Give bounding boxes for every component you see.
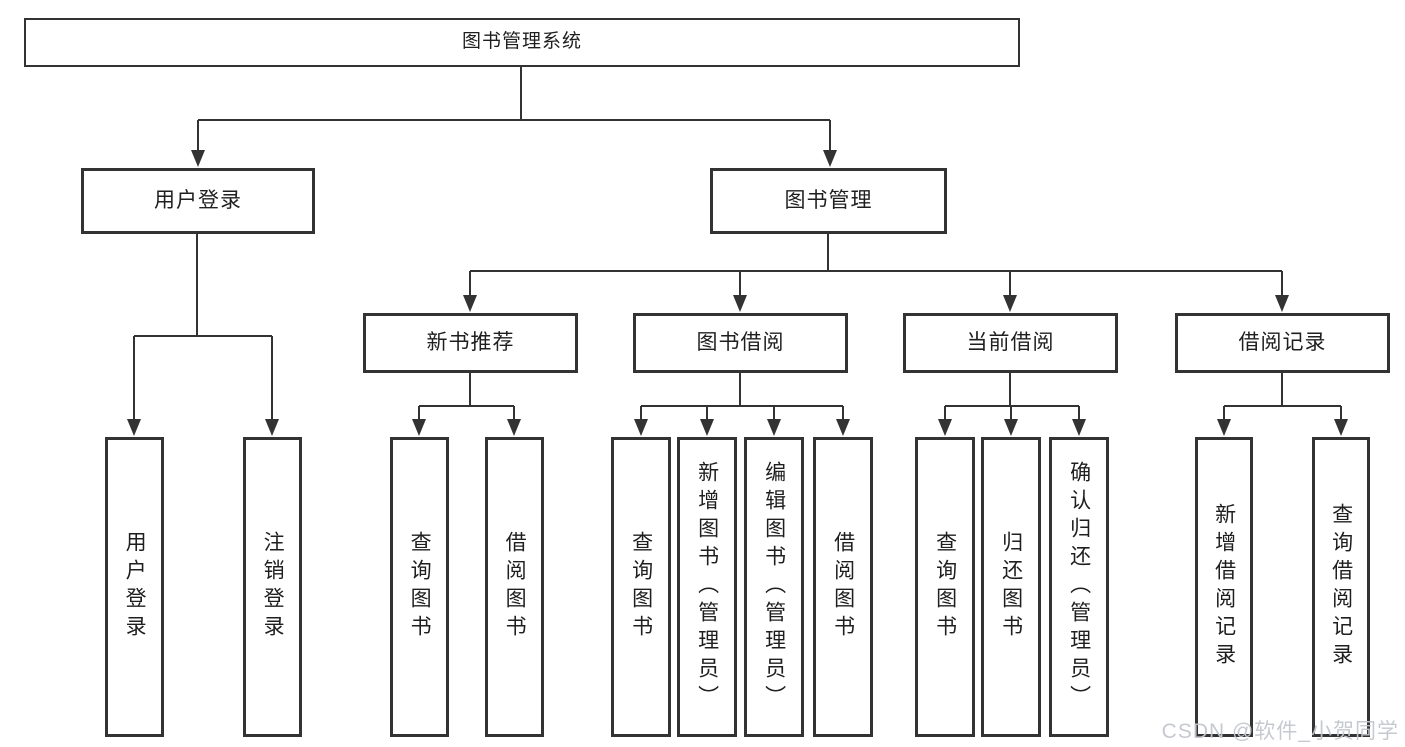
node-current-borrow: 当前借阅 (903, 313, 1118, 373)
arrowhead (1004, 419, 1018, 436)
leaf-label: 查询图书 (408, 531, 432, 643)
connector-root-to-level2 (197, 67, 831, 152)
node-book-borrow: 图书借阅 (633, 313, 848, 373)
node-root-label: 图书管理系统 (461, 31, 582, 53)
leaf-label: 查询图书 (933, 531, 957, 643)
arrowhead (1003, 295, 1017, 312)
arrowhead (938, 419, 952, 436)
leaf-add-books-admin: 新增图书（管理员） (677, 437, 737, 737)
leaf-label: 借阅图书 (503, 531, 527, 643)
leaf-label: 注销登录 (261, 531, 285, 643)
leaf-current-query-books: 查询图书 (915, 437, 975, 737)
connector-current-borrow-to-leaves (944, 373, 1080, 421)
node-borrow-records: 借阅记录 (1175, 313, 1390, 373)
leaf-newbook-query-books: 查询图书 (390, 437, 449, 737)
arrowhead (1275, 295, 1289, 312)
node-borrow-records-label: 借阅记录 (1238, 331, 1327, 355)
arrowhead (823, 150, 837, 167)
leaf-newbook-borrow-books: 借阅图书 (485, 437, 544, 737)
arrowhead (507, 419, 521, 436)
node-new-book-recommend: 新书推荐 (363, 313, 578, 373)
node-root: 图书管理系统 (24, 18, 1020, 67)
arrowhead (265, 419, 279, 436)
arrowhead (767, 419, 781, 436)
arrowhead (127, 419, 141, 436)
node-book-management-label: 图书管理 (784, 189, 873, 213)
csdn-watermark: CSDN @软件_小贺同学 (1161, 720, 1399, 743)
arrowhead (412, 419, 426, 436)
node-book-management: 图书管理 (710, 168, 947, 234)
leaf-logout: 注销登录 (243, 437, 302, 737)
arrowhead (1217, 419, 1231, 436)
leaf-add-borrow-record: 新增借阅记录 (1195, 437, 1253, 737)
node-book-borrow-label: 图书借阅 (696, 331, 785, 355)
arrowhead (191, 150, 205, 167)
leaf-return-books: 归还图书 (981, 437, 1041, 737)
arrowhead (1334, 419, 1348, 436)
leaf-user-login: 用户登录 (105, 437, 164, 737)
node-current-borrow-label: 当前借阅 (966, 331, 1055, 355)
leaf-label: 新增借阅记录 (1212, 503, 1236, 671)
connector-book-management-to-level3 (469, 234, 1283, 297)
leaf-label: 确认归还（管理员） (1067, 461, 1091, 713)
arrowhead (463, 295, 477, 312)
leaf-query-borrow-record: 查询借阅记录 (1312, 437, 1370, 737)
leaf-label: 用户登录 (123, 531, 147, 643)
leaf-edit-books-admin: 编辑图书（管理员） (744, 437, 804, 737)
leaf-label: 查询图书 (629, 531, 653, 643)
leaf-label: 编辑图书（管理员） (762, 461, 786, 713)
leaf-borrow-query-books: 查询图书 (611, 437, 671, 737)
arrowhead (700, 419, 714, 436)
leaf-confirm-return-admin: 确认归还（管理员） (1049, 437, 1109, 737)
node-new-book-recommend-label: 新书推荐 (426, 331, 515, 355)
arrowhead (634, 419, 648, 436)
leaf-label: 借阅图书 (831, 531, 855, 643)
leaf-label: 新增图书（管理员） (695, 461, 719, 713)
connector-book-borrow-to-leaves (640, 373, 844, 421)
leaf-label: 查询借阅记录 (1329, 503, 1353, 671)
connector-user-login-to-leaves (133, 234, 273, 421)
connector-borrow-records-to-leaves (1223, 373, 1342, 421)
arrowhead (1072, 419, 1086, 436)
arrowhead (733, 295, 747, 312)
connector-new-book-to-leaves (418, 373, 515, 421)
node-user-login: 用户登录 (81, 168, 315, 234)
arrowhead (836, 419, 850, 436)
leaf-label: 归还图书 (999, 531, 1023, 643)
node-user-login-label: 用户登录 (154, 189, 242, 213)
leaf-borrow-books: 借阅图书 (813, 437, 873, 737)
